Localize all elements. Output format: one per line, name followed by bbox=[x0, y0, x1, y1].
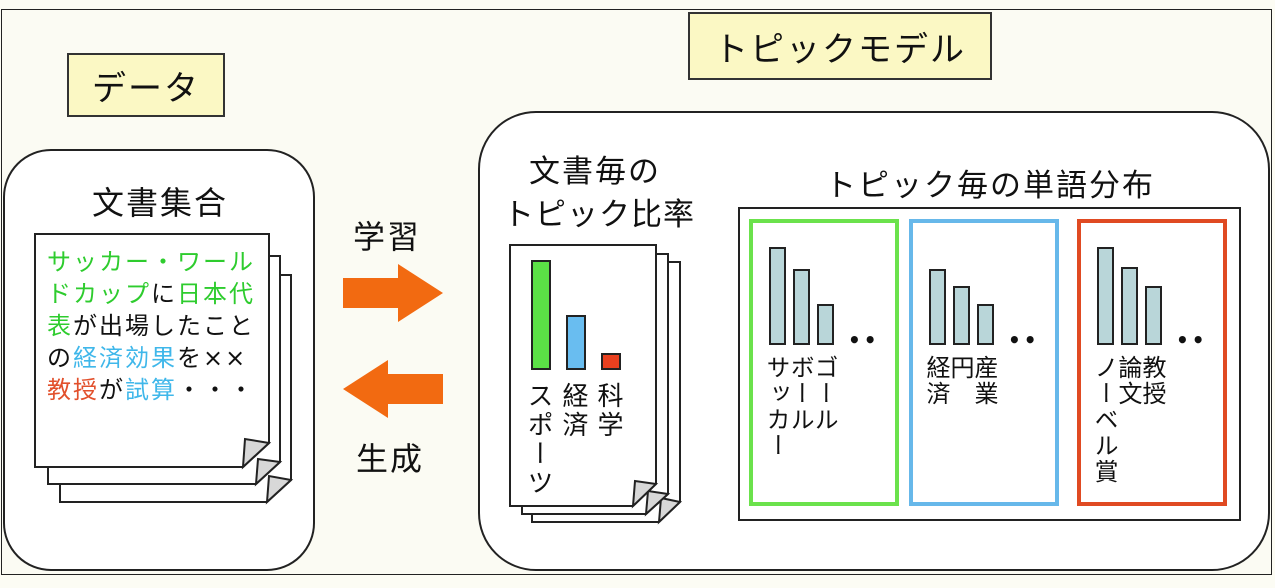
topic-word: 円 bbox=[946, 355, 974, 381]
learn-arrow-icon bbox=[343, 264, 443, 322]
data-label: データ bbox=[67, 53, 225, 117]
corpus-text-segment: 日本代表 bbox=[47, 280, 255, 340]
corpus-text-segment: が bbox=[99, 376, 125, 404]
word-prob-bar bbox=[1145, 286, 1162, 345]
topic-word: 産業 bbox=[970, 355, 998, 407]
corpus-document-text: サッカー・ワールドカップに日本代表が出場したことの経済効果を×× 教授が試算・・・ bbox=[47, 246, 255, 406]
doc-topics-title-line2: トピック比率 bbox=[503, 197, 695, 233]
corpus-text-segment: が出場したことの bbox=[47, 312, 255, 372]
more-words-ellipsis: • • bbox=[1176, 328, 1204, 352]
topic-word: 論文 bbox=[1114, 355, 1142, 407]
learn-label: 学習 bbox=[353, 218, 422, 256]
doc-topic-bar bbox=[601, 353, 621, 370]
corpus-text-segment: 試算 bbox=[125, 376, 177, 404]
doc-topic-bar-label: 経済 bbox=[558, 382, 588, 440]
topic-word: ゴール bbox=[810, 355, 838, 433]
topic-box: • • サッカーボールゴール bbox=[749, 219, 899, 506]
corpus-text-segment: 経済効果 bbox=[73, 344, 177, 372]
doc-topic-bar bbox=[566, 315, 586, 370]
doc-topic-bar-label: スポーツ bbox=[523, 382, 553, 498]
generate-label: 生成 bbox=[356, 440, 425, 478]
corpus-title: 文書集合 bbox=[91, 184, 228, 222]
corpus-text-segment: サッカー・ワールドカップ bbox=[47, 248, 255, 308]
generate-arrow-icon bbox=[343, 360, 443, 418]
topic-box: • • ノーベル賞論文教授 bbox=[1077, 219, 1227, 506]
doc-topic-bars: スポーツ経済科学 bbox=[510, 245, 656, 511]
topic-word: サッカー bbox=[762, 355, 790, 459]
word-dist-title: トピック毎の単語分布 bbox=[825, 168, 1155, 204]
corpus-text-segment: ・・・ bbox=[177, 376, 255, 404]
word-prob-bar bbox=[977, 304, 994, 345]
topic-word: 教授 bbox=[1138, 355, 1166, 407]
topic-boxes: • • サッカーボールゴール • • 経済円産業 • • ノーベル賞論文教授 bbox=[738, 207, 1241, 521]
doc-topic-bar bbox=[531, 260, 551, 370]
more-words-ellipsis: • • bbox=[848, 328, 876, 352]
doc-topics-title-line1: 文書毎の bbox=[529, 154, 661, 190]
word-prob-bar bbox=[1121, 267, 1138, 345]
word-prob-bar bbox=[953, 286, 970, 345]
document-stack bbox=[34, 233, 294, 505]
word-prob-bar bbox=[929, 269, 946, 345]
corpus-text-segment: を×× bbox=[177, 344, 248, 372]
word-prob-bar bbox=[769, 247, 786, 345]
topic-word: ノーベル賞 bbox=[1090, 355, 1118, 485]
corpus-text-segment: 教授 bbox=[47, 376, 99, 404]
topic-word: 経済 bbox=[922, 355, 950, 407]
corpus-text-segment: に bbox=[151, 280, 177, 308]
topic-model-label: トピックモデル bbox=[688, 12, 992, 80]
doc-topic-bar-label: 科学 bbox=[593, 382, 623, 440]
more-words-ellipsis: • • bbox=[1008, 328, 1036, 352]
word-prob-bar bbox=[793, 269, 810, 345]
word-prob-bar bbox=[1097, 247, 1114, 345]
word-prob-bar bbox=[817, 304, 834, 345]
topic-box: • • 経済円産業 bbox=[909, 219, 1059, 506]
topic-word: ボール bbox=[786, 355, 814, 433]
word-dist-container bbox=[738, 207, 1241, 521]
